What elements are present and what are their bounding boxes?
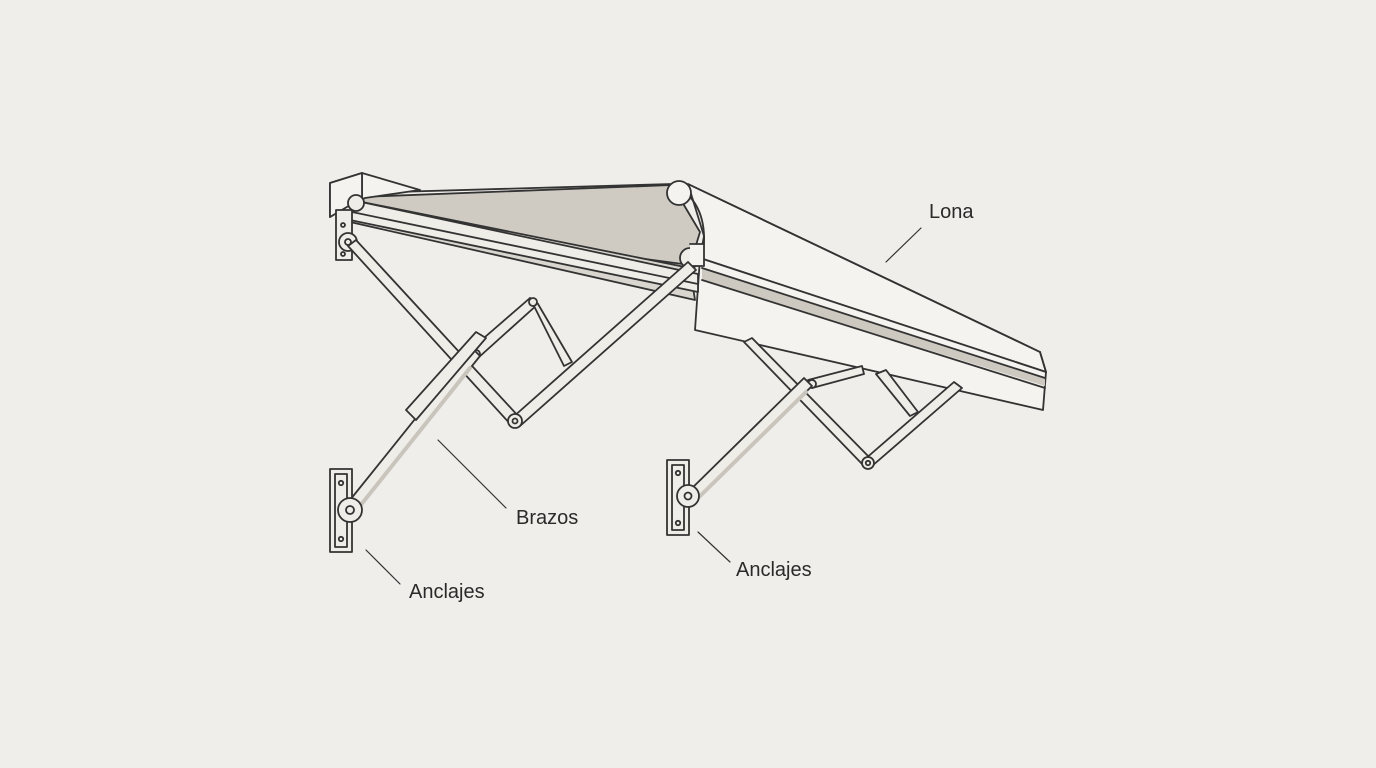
left-arm-assembly: [347, 239, 697, 509]
label-lona: Lona: [929, 201, 974, 223]
roller-end: [666, 180, 705, 269]
right-anchor-plate: [666, 459, 700, 536]
label-anclajes-right: Anclajes: [736, 559, 812, 581]
canvas-panel: [349, 183, 1047, 411]
cassette-housing: [329, 172, 421, 261]
leader-line-anclajes-right: [697, 531, 731, 563]
leader-line-anclajes-left: [365, 549, 401, 585]
leader-line-lona: [885, 227, 922, 263]
label-anclajes-left: Anclajes: [409, 581, 485, 603]
leader-lines: [365, 227, 922, 585]
right-arm-assembly: [683, 337, 963, 505]
left-anchor-plate: [329, 468, 363, 553]
label-brazos: Brazos: [516, 507, 579, 529]
leader-line-brazos: [437, 439, 507, 509]
